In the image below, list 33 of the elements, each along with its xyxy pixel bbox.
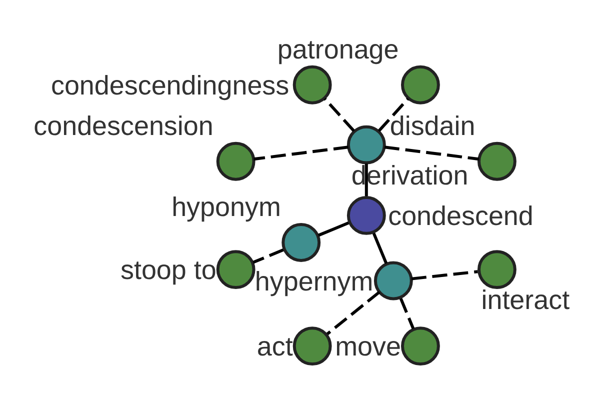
node-label: interact (480, 284, 570, 315)
connector (384, 145, 479, 160)
node-circle (281, 222, 320, 262)
connector (253, 145, 348, 160)
node-circle (346, 124, 386, 164)
node-circle (477, 141, 516, 180)
node-label: condescension (33, 110, 213, 141)
node-circle (292, 64, 332, 104)
node-label: disdain (389, 110, 475, 141)
connector (252, 248, 284, 264)
node-circle (346, 196, 386, 234)
node-circle (373, 260, 412, 300)
node-label: hypernym (254, 266, 373, 296)
connector (317, 220, 349, 236)
node-label: move (334, 331, 400, 362)
connector (372, 232, 388, 264)
node-circle (400, 64, 440, 104)
node-circle (216, 141, 255, 180)
node-circle (216, 250, 255, 289)
node-circle (477, 250, 516, 289)
node-label: condescendingness (50, 70, 289, 100)
connector (323, 97, 354, 132)
node-label: stoop to (120, 254, 216, 285)
node-label: patronage (276, 34, 398, 64)
node-label: condescend (388, 200, 533, 231)
node-circle (400, 326, 440, 366)
connector (326, 290, 380, 335)
node-label: hyponym (171, 192, 280, 222)
connector (398, 298, 414, 329)
connector (410, 270, 478, 280)
connector (377, 97, 409, 132)
node-circle (292, 326, 332, 366)
node-label: act (256, 331, 292, 362)
